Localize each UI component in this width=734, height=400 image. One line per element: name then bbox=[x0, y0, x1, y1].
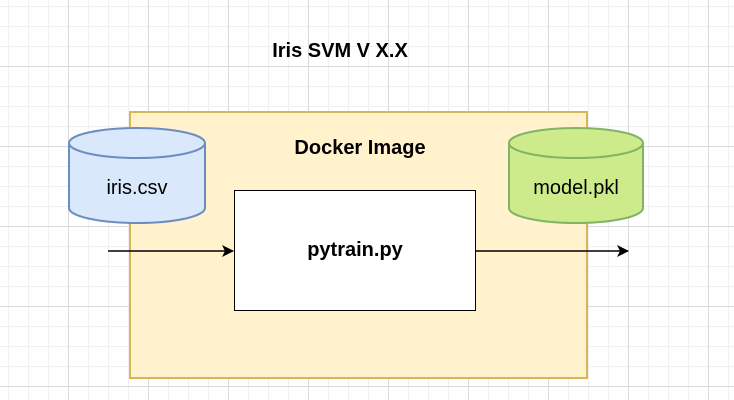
pytrain-process-box[interactable]: pytrain.py bbox=[234, 190, 476, 311]
iris-csv-database[interactable] bbox=[68, 127, 206, 224]
diagram-title: Iris SVM V X.X bbox=[272, 40, 408, 62]
model-pkl-database[interactable] bbox=[508, 127, 644, 224]
model-pkl-cylinder-body bbox=[508, 143, 644, 224]
docker-image-label: Docker Image bbox=[294, 137, 426, 159]
iris-csv-label: iris.csv bbox=[106, 177, 168, 199]
model-pkl-cylinder-top bbox=[508, 127, 644, 159]
model-pkl-label: model.pkl bbox=[533, 177, 619, 199]
iris-csv-cylinder-top bbox=[68, 127, 206, 159]
iris-csv-cylinder-body bbox=[68, 143, 206, 224]
pytrain-label: pytrain.py bbox=[307, 239, 403, 261]
